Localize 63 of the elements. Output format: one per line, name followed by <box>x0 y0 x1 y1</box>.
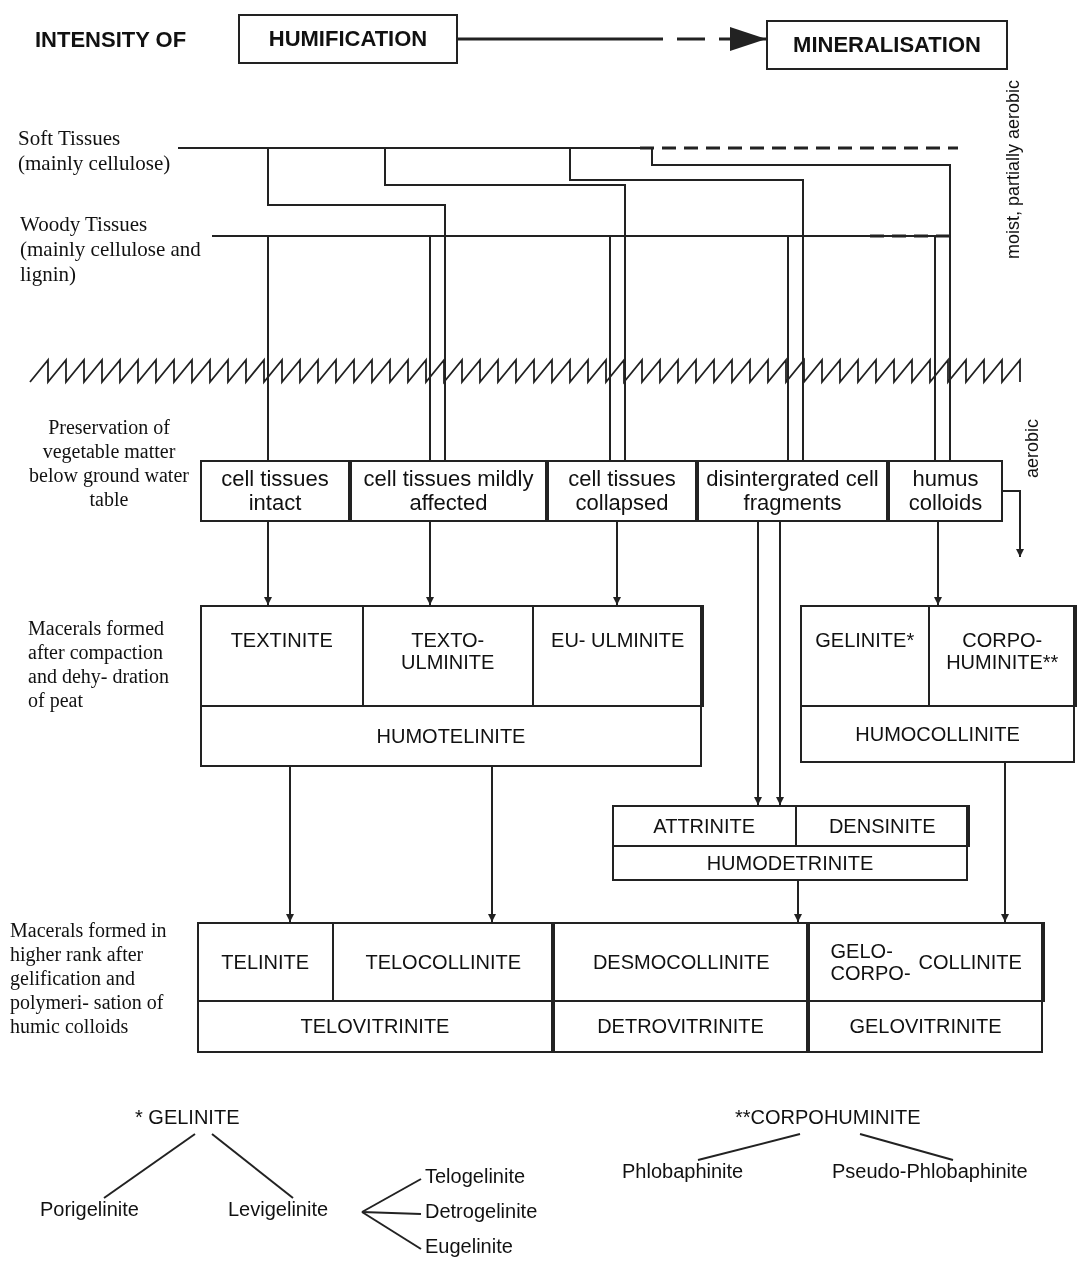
arrow <box>286 766 294 923</box>
arrow <box>776 521 784 806</box>
arrow <box>458 27 766 51</box>
term-label: Porigelinite <box>40 1198 168 1226</box>
preservation-cell: cell tissues mildly affected <box>350 460 547 522</box>
preservation-cell: cell tissues collapsed <box>547 460 697 522</box>
maceral-group-box <box>200 605 702 767</box>
arrow <box>1001 762 1009 923</box>
connector-line <box>211 235 936 461</box>
term-label: Pseudo-Phlobaphinite <box>832 1160 1074 1188</box>
term-label: Phlobaphinite <box>622 1160 774 1188</box>
row-label: Macerals formed in higher rank after gelification and polymeri- sation of humic colloids <box>10 918 168 1038</box>
process-box: MINERALISATION <box>766 20 1008 70</box>
maceral-group-box <box>800 605 1075 763</box>
maceral-cell: DENSINITE <box>794 804 970 847</box>
tissue-label: Soft Tissues (mainly cellulose) <box>18 126 178 182</box>
cell-label: COLLINITE <box>918 950 1022 973</box>
edge-label: aerobic <box>1023 419 1043 479</box>
group-label: TELOVITRINITE <box>299 1014 451 1039</box>
preservation-cell: humus colloids <box>888 460 1003 522</box>
maceral-group-box <box>197 922 553 1053</box>
arrow <box>613 521 621 606</box>
arrow <box>794 880 802 923</box>
group-label: DETROVITRINITE <box>596 1014 765 1039</box>
tissue-label: Woody Tissues (mainly cellulose and lignin) <box>20 212 212 296</box>
group-label: HUMOTELINITE <box>375 723 527 749</box>
arrow <box>754 521 762 806</box>
maceral-cell: CORPO- HUMINITE** <box>927 604 1077 707</box>
condition-label: moist, partially aerobic <box>1004 80 1024 260</box>
connector-line <box>361 1211 422 1250</box>
arrow <box>488 766 496 923</box>
connector-line <box>361 1211 422 1215</box>
group-label: HUMODETRINITE <box>705 850 875 876</box>
cell-label: GELO- CORPO- <box>830 939 911 984</box>
arrow <box>1002 490 1024 558</box>
maceral-cell: EU- ULMINITE <box>531 604 704 707</box>
maceral-group-box <box>612 805 968 881</box>
term-label: **CORPOHUMINITE <box>735 1106 970 1134</box>
group-label: GELOVITRINITE <box>848 1014 1003 1039</box>
row-label: Preservation of vegetable matter below ground water table <box>28 415 190 511</box>
connector-line <box>177 147 951 461</box>
term-label: Detrogelinite <box>425 1200 567 1228</box>
process-box: HUMIFICATION <box>238 14 458 64</box>
connector-line <box>211 1133 294 1199</box>
row-label: Macerals formed after compaction and dehy- dration of peat <box>28 616 171 712</box>
maceral-cell <box>807 921 1045 1002</box>
arrow <box>934 521 942 606</box>
connector-line <box>103 1133 196 1199</box>
term-label: * GELINITE <box>135 1106 270 1134</box>
preservation-cell: cell tissues intact <box>200 460 350 522</box>
maceral-group-box <box>808 922 1043 1053</box>
heading-label: INTENSITY OF <box>35 28 187 53</box>
arrow <box>426 521 434 606</box>
connector-line <box>361 1178 422 1213</box>
connector-line <box>859 1133 954 1161</box>
maceral-group-box <box>553 922 808 1053</box>
term-label: Eugelinite <box>425 1235 537 1262</box>
preservation-cell: disintergrated cell fragments <box>697 460 888 522</box>
term-label: Levigelinite <box>228 1198 358 1226</box>
arrow <box>264 521 272 606</box>
group-label: HUMOCOLLINITE <box>854 721 1021 747</box>
term-label: Telogelinite <box>425 1165 553 1193</box>
connector-line <box>697 1133 801 1161</box>
